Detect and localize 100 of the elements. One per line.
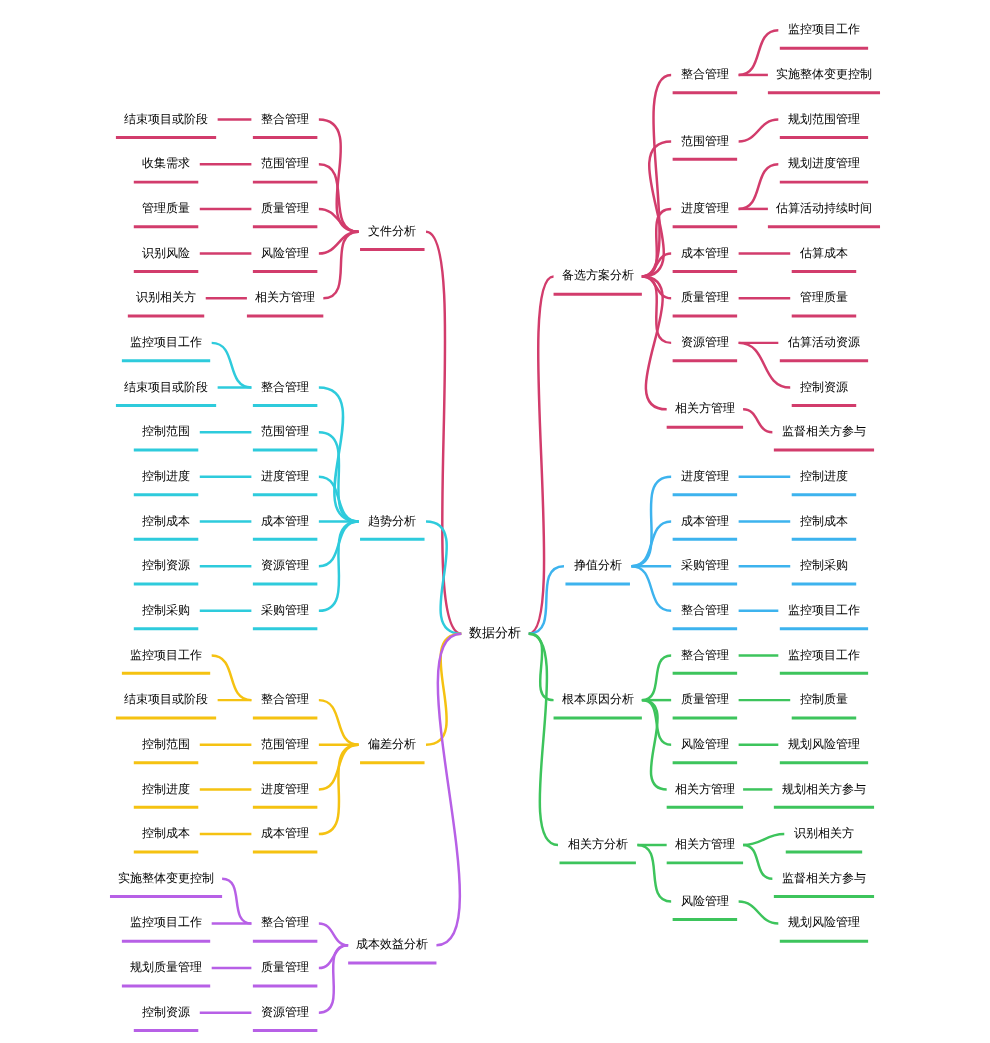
node-text: 控制进度 <box>142 468 191 483</box>
node-text: 范围管理 <box>261 736 310 751</box>
node-text: 相关方分析 <box>567 837 628 852</box>
node-text: 估算活动资源 <box>787 334 860 349</box>
node-text: 资源管理 <box>680 334 729 349</box>
node-text: 整合管理 <box>261 379 310 394</box>
node-text: 风险管理 <box>680 893 729 908</box>
connector <box>738 654 779 657</box>
connector <box>318 207 359 233</box>
node-text: 识别风险 <box>142 245 191 260</box>
connector <box>435 632 462 947</box>
node-text: 文件分析 <box>368 223 417 238</box>
connector <box>318 118 359 233</box>
node-text: 规划范围管理 <box>787 111 860 126</box>
node-text: 监控项目工作 <box>787 647 860 662</box>
connector <box>743 788 773 791</box>
node-text: 数据分析 <box>469 625 521 641</box>
node-text: 控制成本 <box>799 513 848 528</box>
connector <box>425 230 463 635</box>
connector <box>211 966 252 970</box>
connector <box>425 520 462 635</box>
node-text: 管理质量 <box>142 200 191 215</box>
node-text: 控制成本 <box>142 826 191 841</box>
connector <box>318 520 359 613</box>
connector <box>738 341 791 389</box>
node-text: 风险管理 <box>261 245 310 260</box>
node-text: 整合管理 <box>261 692 310 707</box>
connector <box>199 1011 252 1014</box>
connector <box>199 252 252 255</box>
node-text: 规划风险管理 <box>787 915 860 930</box>
node-text: 控制范围 <box>142 736 191 751</box>
connector <box>738 252 791 255</box>
node-text: 估算成本 <box>799 245 848 260</box>
node-text: 成本管理 <box>261 513 310 528</box>
node-text: 结束项目或阶段 <box>124 379 209 394</box>
node-text: 控制资源 <box>142 558 191 573</box>
node-text: 监控项目工作 <box>787 602 860 617</box>
connector <box>738 297 791 300</box>
node-text: 监控项目工作 <box>130 334 203 349</box>
node-text: 结束项目或阶段 <box>124 692 209 707</box>
connector <box>738 900 779 925</box>
node-text: 收集需求 <box>142 156 191 171</box>
connector <box>641 698 672 746</box>
connector <box>738 73 768 77</box>
connector <box>318 698 359 746</box>
connector <box>199 520 252 523</box>
connector <box>199 788 252 791</box>
node-text: 挣值分析 <box>573 558 622 573</box>
node-text: 根本原因分析 <box>561 692 634 707</box>
node-text: 质量管理 <box>680 290 729 305</box>
node-text: 成本管理 <box>680 245 729 260</box>
node-text: 整合管理 <box>680 647 729 662</box>
connector <box>199 430 252 434</box>
node-text: 进度管理 <box>680 200 729 215</box>
node-text: 监控项目工作 <box>130 647 203 662</box>
connector <box>199 743 252 746</box>
connector <box>738 163 779 211</box>
node-text: 资源管理 <box>261 558 310 573</box>
node-text: 控制资源 <box>142 1004 191 1019</box>
node-text: 规划相关方参与 <box>781 781 866 796</box>
connector <box>528 564 565 635</box>
connector <box>742 843 773 880</box>
node-text: 控制采购 <box>142 602 191 617</box>
node-text: 相关方管理 <box>674 781 735 796</box>
connector <box>217 118 252 121</box>
node-text: 偏差分析 <box>368 736 417 751</box>
connector <box>738 564 791 568</box>
node-text: 范围管理 <box>261 156 310 171</box>
connector <box>199 475 252 479</box>
connector <box>738 609 779 613</box>
connector <box>323 230 359 300</box>
connector <box>318 163 359 233</box>
connector <box>318 944 349 1014</box>
node-text: 规划质量管理 <box>130 960 203 975</box>
node-text: 识别相关方 <box>136 290 197 305</box>
node-text: 估算活动持续时间 <box>775 200 872 215</box>
connector <box>738 207 768 211</box>
node-text: 采购管理 <box>680 558 729 573</box>
node-text: 整合管理 <box>261 915 310 930</box>
connector <box>738 118 779 143</box>
node-text: 进度管理 <box>261 781 310 796</box>
node-text: 监督相关方参与 <box>781 424 866 439</box>
node-text: 控制进度 <box>799 468 848 483</box>
node-text: 进度管理 <box>680 468 729 483</box>
connector <box>528 632 559 847</box>
connector <box>211 922 252 925</box>
node-text: 整合管理 <box>680 602 729 617</box>
node-text: 相关方管理 <box>674 837 735 852</box>
connector <box>631 564 672 613</box>
node-text: 成本效益分析 <box>356 937 429 952</box>
node-text: 采购管理 <box>261 602 310 617</box>
connector <box>211 654 252 702</box>
node-text: 监控项目工作 <box>787 22 860 37</box>
node-text: 结束项目或阶段 <box>124 111 209 126</box>
node-text: 控制质量 <box>799 692 848 707</box>
connector <box>211 341 252 389</box>
node-text: 实施整体变更控制 <box>118 870 215 885</box>
node-text: 整合管理 <box>261 111 310 126</box>
node-text: 成本管理 <box>680 513 729 528</box>
node-text: 质量管理 <box>261 960 310 975</box>
